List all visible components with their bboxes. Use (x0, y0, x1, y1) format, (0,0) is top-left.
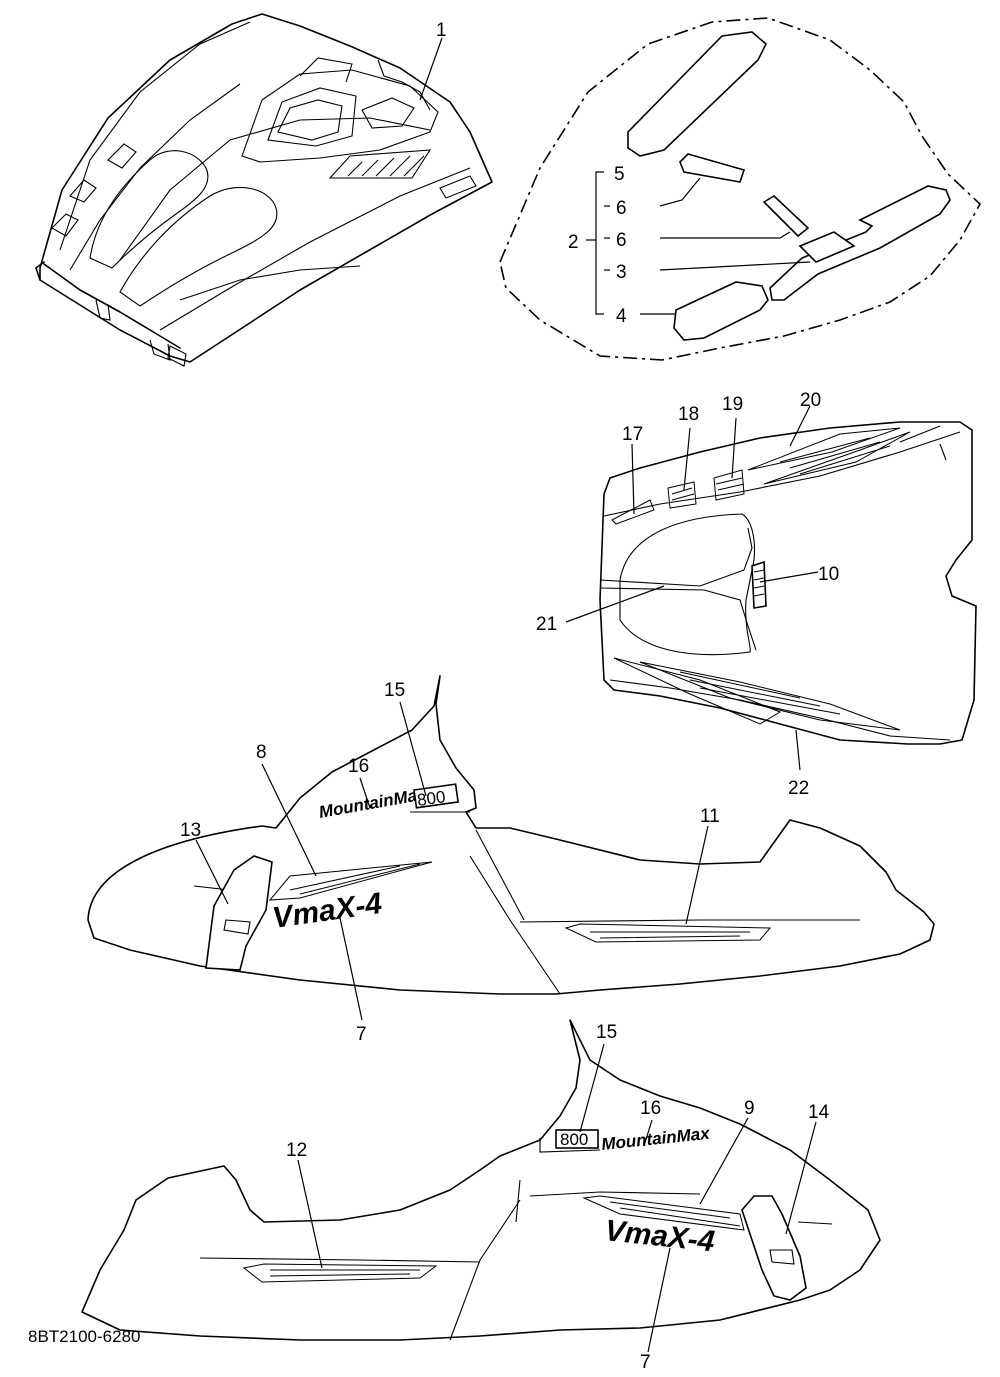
callout-17: 17 (622, 424, 643, 445)
decal-11 (564, 923, 772, 943)
decal-small-strip-6b (762, 195, 810, 238)
decal-tab-3 (798, 231, 856, 263)
callout-19: 19 (722, 394, 743, 415)
hood-assembly (35, 13, 493, 367)
diagram-code: 8BT2100-6280 (28, 1327, 140, 1346)
callout-20: 20 (800, 390, 821, 411)
decal-8 (268, 861, 433, 901)
right-side-body: 800 MountainMax VmaX-4 (81, 1019, 881, 1341)
callout-8: 8 (256, 742, 267, 763)
decal-12 (242, 1263, 438, 1283)
hood-top-view (599, 421, 977, 745)
callout-2: 2 (568, 232, 579, 253)
callout-5: 5 (614, 164, 625, 185)
mountain-max-decal-left: MountainMax (317, 784, 429, 822)
callout-6b: 6 (616, 230, 627, 251)
callout-10: 10 (818, 564, 839, 585)
callout-18: 18 (678, 404, 699, 425)
engine-800-decal-left: 800 (416, 787, 447, 810)
callout-numbers: 1 5 6 2 6 3 4 17 18 19 20 10 21 22 15 16… (180, 20, 839, 1373)
hood-badge-10 (751, 560, 767, 609)
vmax-decal-right: VmaX-4 (603, 1214, 716, 1258)
decal-14 (741, 1195, 807, 1301)
decal-upper-panel (627, 31, 767, 157)
decal-13 (205, 855, 273, 971)
decal-sheet (499, 17, 982, 361)
callout-16a: 16 (348, 756, 369, 777)
decal-9 (582, 1195, 745, 1231)
callout-21: 21 (536, 614, 557, 635)
engine-800-decal-right: 800 (560, 1130, 588, 1149)
decal-pad-4 (673, 281, 769, 341)
callout-14: 14 (808, 1102, 830, 1123)
callout-6a: 6 (616, 198, 627, 219)
callout-4: 4 (616, 306, 627, 327)
decal-18 (667, 481, 697, 509)
mountain-max-decal-right: MountainMax (600, 1124, 712, 1154)
callout-7a: 7 (356, 1024, 367, 1045)
callout-3: 3 (616, 262, 627, 283)
callout-15b: 15 (596, 1022, 617, 1043)
decal-small-strip-6a (679, 153, 746, 183)
vmax-decal-left: VmaX-4 (270, 887, 384, 935)
callout-22: 22 (788, 778, 809, 799)
leader-lines (195, 37, 819, 1353)
callout-9: 9 (744, 1098, 755, 1119)
left-side-body: MountainMax 800 VmaX-4 (87, 675, 935, 995)
callout-13: 13 (180, 820, 201, 841)
callout-1: 1 (436, 20, 447, 41)
callout-12: 12 (286, 1140, 307, 1161)
callout-16b: 16 (640, 1098, 661, 1119)
callout-7b: 7 (640, 1352, 651, 1373)
decal-lower-panel (769, 185, 951, 301)
callout-11: 11 (700, 806, 720, 827)
callout-15a: 15 (384, 680, 405, 701)
